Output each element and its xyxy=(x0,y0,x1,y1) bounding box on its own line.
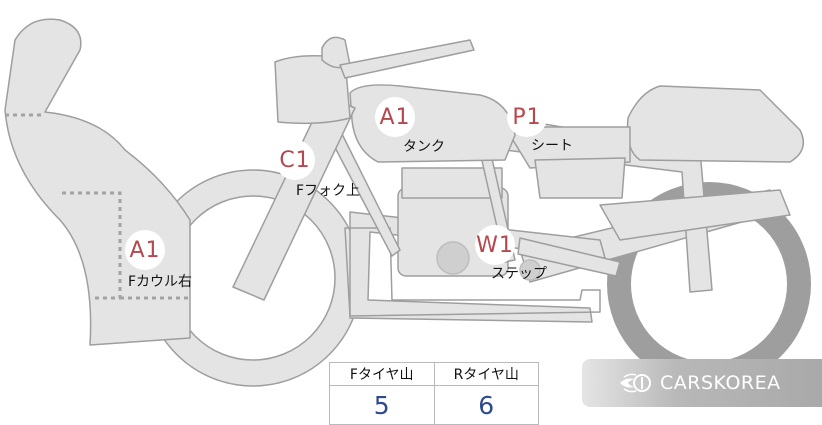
logo-text: CARSKOREA xyxy=(660,372,781,394)
marker-label-tank: タンク xyxy=(403,139,445,155)
tire-tread-table: Fタイヤ山 Rタイヤ山 5 6 xyxy=(329,362,539,425)
marker-label-fairing: Fカウル右 xyxy=(128,274,193,290)
rear-tire-value: 6 xyxy=(433,385,539,425)
rear-fender xyxy=(599,189,791,241)
marker-label-fork: Fフォク上 xyxy=(296,183,361,199)
marker-code-tank[interactable]: A1 xyxy=(375,97,415,137)
marker-label-seat: シート xyxy=(531,138,573,154)
marker-code-step[interactable]: W1 xyxy=(475,225,515,265)
marker-code-fork[interactable]: C1 xyxy=(275,140,315,180)
seat xyxy=(504,126,631,169)
front-tire-header: Fタイヤ山 xyxy=(329,362,435,386)
carskorea-logo-badge: CARSKOREA xyxy=(582,359,822,407)
marker-label-step: ステップ xyxy=(491,266,547,282)
exhaust-pipe xyxy=(349,211,606,323)
fairing-divider-mid xyxy=(62,191,122,300)
front-fairing xyxy=(4,18,191,346)
marker-code-seat[interactable]: P1 xyxy=(507,97,547,137)
rear-tire-header: Rタイヤ山 xyxy=(433,362,539,386)
headlight xyxy=(274,55,351,125)
marker-code-fairing[interactable]: A1 xyxy=(125,230,165,270)
seat-cowl xyxy=(626,85,805,163)
front-tire-value: 5 xyxy=(329,385,435,425)
flame-emblem-icon xyxy=(620,373,651,393)
handlebar xyxy=(321,36,351,69)
